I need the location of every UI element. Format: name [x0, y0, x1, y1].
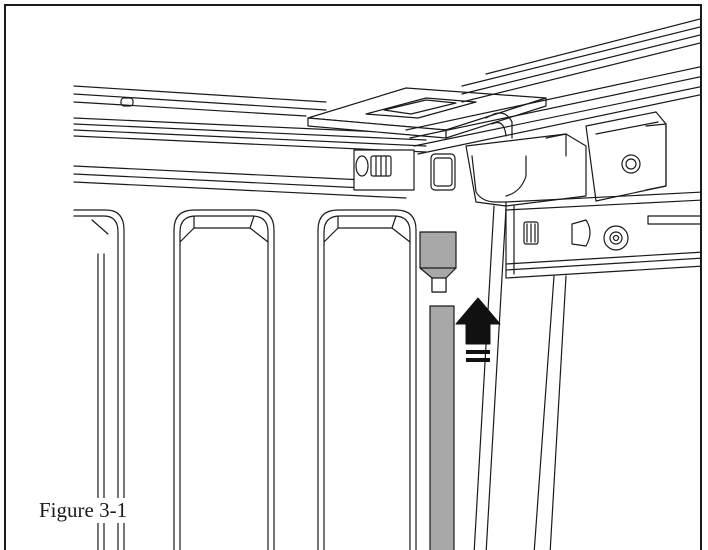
drain-funnel-connector-icon	[419, 231, 457, 293]
upper-rail-left	[73, 85, 427, 199]
lower-rail-right	[505, 191, 700, 279]
push-up-arrow-icon	[455, 297, 501, 362]
hose-lines	[473, 205, 567, 550]
drain-tube-icon	[429, 305, 455, 550]
left-bracket	[353, 149, 456, 191]
vertical-panels	[73, 209, 417, 550]
drain-housing	[465, 112, 587, 207]
assembly-illustration	[73, 18, 700, 550]
figure-frame: Figure 3-1	[4, 4, 702, 550]
upper-rail-right	[405, 18, 700, 155]
figure-caption: Figure 3-1	[36, 498, 131, 524]
top-mount-plate	[307, 87, 547, 139]
right-bracket	[585, 111, 667, 202]
